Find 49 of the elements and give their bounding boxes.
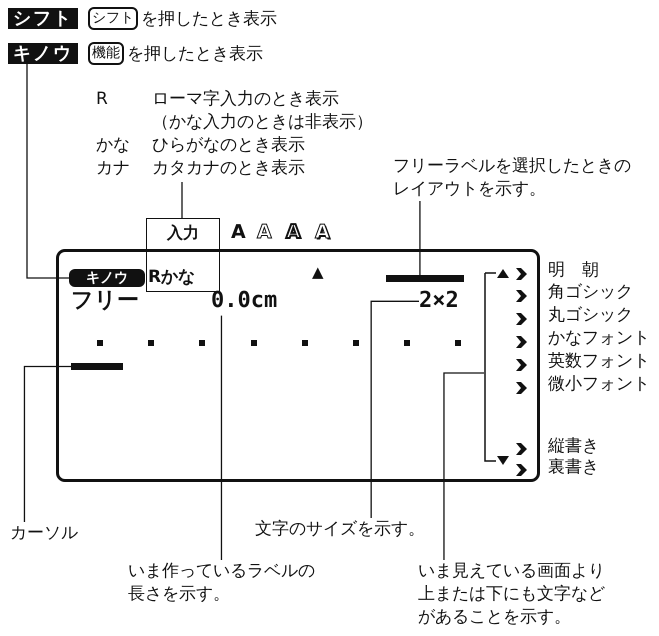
leader-line [419, 201, 421, 275]
font-name: 微小フォント [548, 373, 650, 396]
font-name: 角ゴシック [548, 281, 633, 304]
input-mode-box [146, 218, 220, 292]
font-name: 裏書き [548, 456, 599, 478]
style-letter: A [231, 220, 246, 245]
leader-line [220, 316, 222, 560]
note-text: を押したとき表示 [127, 43, 263, 66]
lcd-text: 2×2 [419, 287, 459, 316]
font-name: 丸ゴシック [548, 304, 633, 326]
font-name: 縦書き [548, 435, 599, 458]
lcd-indicator: キノウ [69, 269, 145, 287]
legend-text: ローマ字入力のとき表示 [152, 88, 339, 110]
legend-text: ひらがなのとき表示 [152, 134, 305, 156]
key-cap: シフト [88, 7, 138, 30]
lcd-text: Rかな [148, 266, 196, 288]
scroll-bracket [484, 269, 510, 465]
style-letter: A [315, 220, 330, 245]
leader-line [181, 182, 183, 218]
callout-text: 文字のサイズを示す。 [255, 518, 425, 541]
legend-text: カタカナのとき表示 [152, 157, 305, 180]
leader-line [370, 300, 419, 518]
font-name: 明 朝 [548, 259, 599, 282]
key-cap: 機能 [88, 42, 124, 65]
font-name: 英数フォント [548, 350, 650, 372]
leader-line [443, 372, 484, 560]
callout-text: フリーラベルを選択したときのレイアウトを示す。 [393, 155, 634, 201]
lcd-screen [56, 249, 540, 482]
legend-text: R [96, 88, 108, 110]
layout-bar [386, 275, 464, 282]
cursor-bar [71, 363, 123, 370]
legend-text: （かな入力のときは非表示） [152, 111, 373, 134]
leader-line [26, 64, 69, 279]
triangle-mark: ▲ [312, 263, 324, 282]
style-letter: A [286, 220, 301, 245]
indicator-badge: シフト [8, 8, 78, 29]
leader-line [24, 366, 71, 522]
lcd-text: 0.0cm [211, 287, 278, 316]
note-text: を押したとき表示 [141, 8, 277, 30]
callout-text: いま作っているラベルの長さを示す。 [128, 560, 318, 606]
font-name: かなフォント [548, 327, 650, 350]
callout-text: カーソル [10, 522, 78, 545]
box-label: 入力 [166, 223, 200, 244]
indicator-badge: キノウ [8, 43, 78, 64]
style-letter: A [257, 220, 272, 245]
lcd-text: フリー [71, 287, 139, 316]
legend-text: カナ [96, 157, 130, 180]
callout-text: いま見えている画面より上または下にも文字などがあることを示す。 [418, 560, 608, 629]
legend-text: かな [96, 134, 130, 156]
